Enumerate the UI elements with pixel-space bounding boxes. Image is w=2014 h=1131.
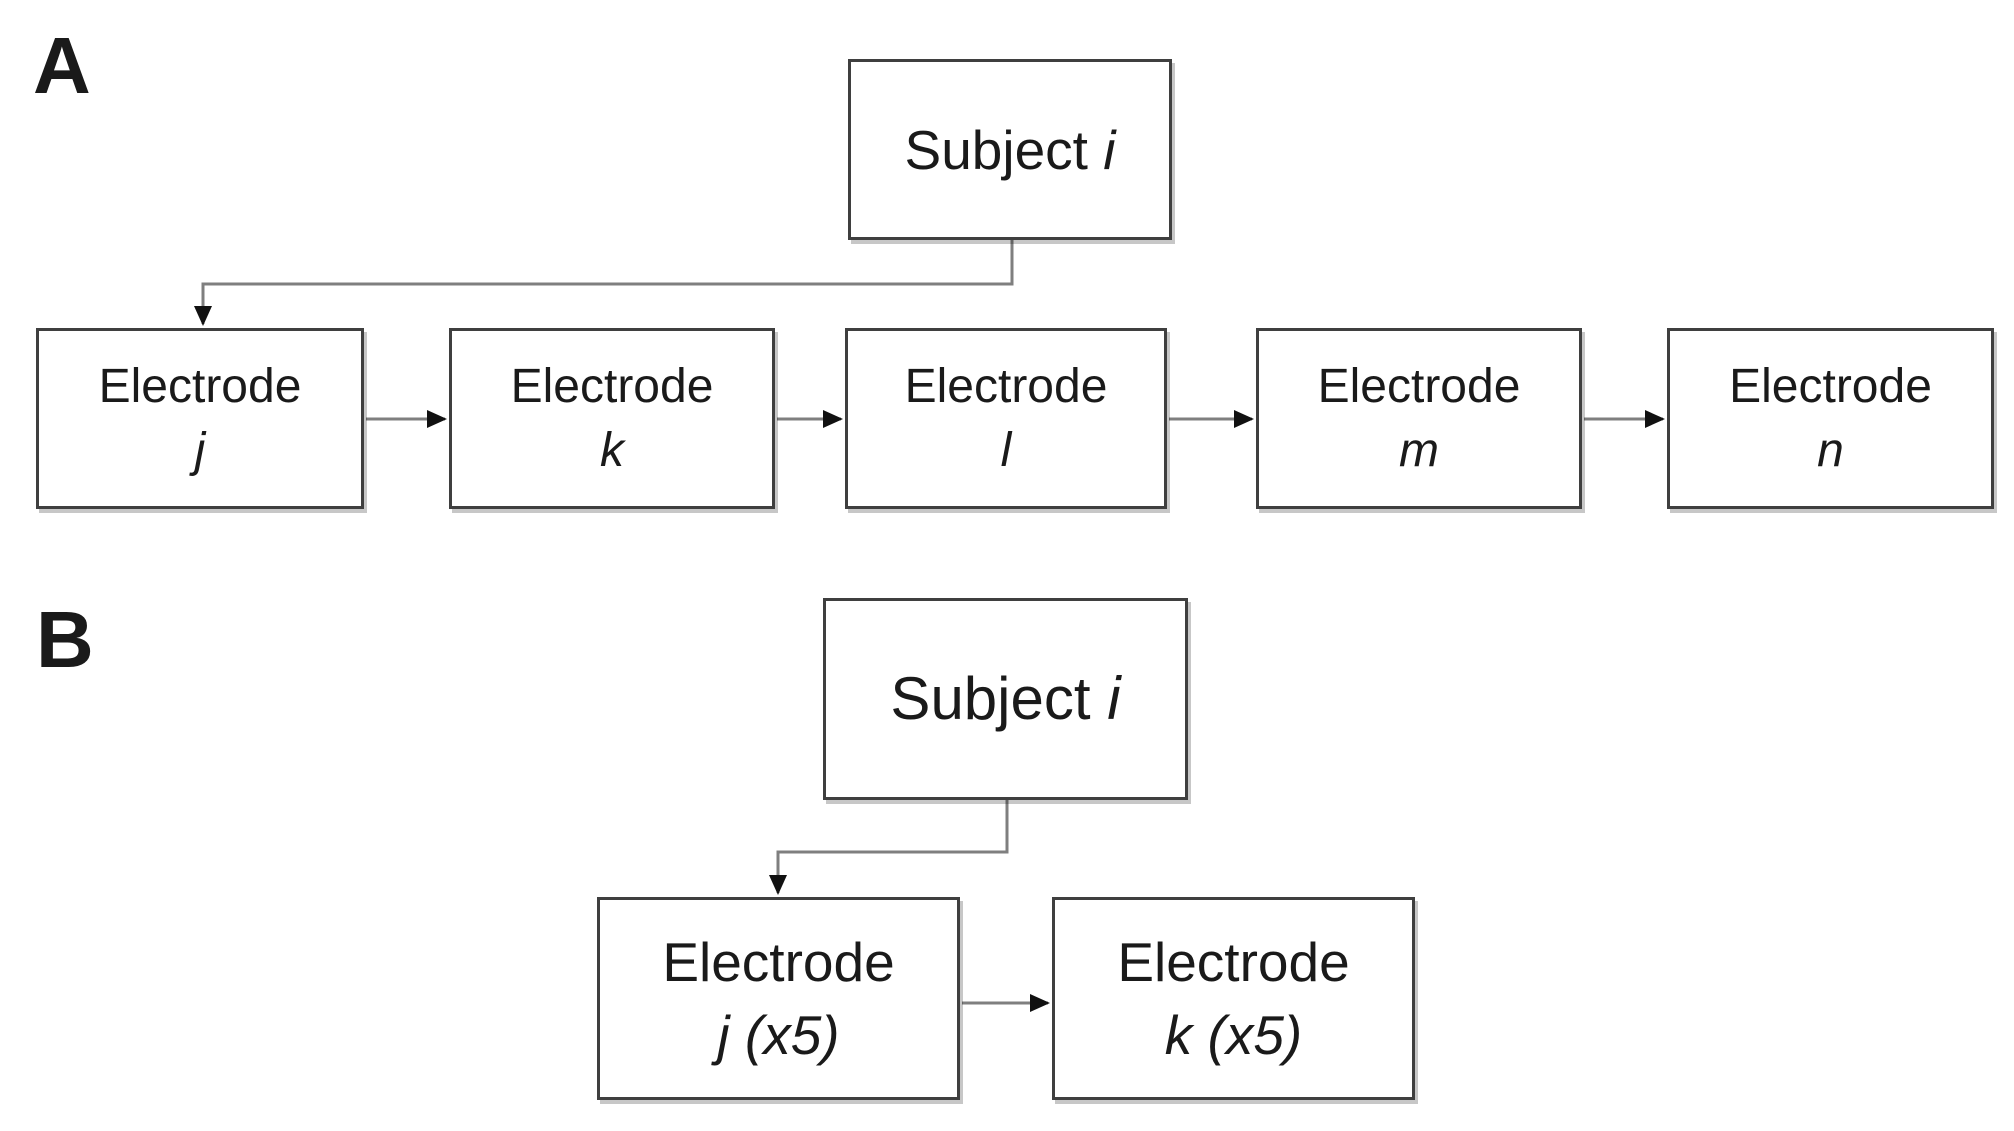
subject-box-text: Subject i	[890, 663, 1120, 735]
electrode-variable: n	[1817, 423, 1844, 477]
connector-subject-to-electrode-j-panel-b	[769, 800, 1009, 895]
electrode-box-l-panel-a: Electrode l	[845, 328, 1167, 509]
electrode-box-m-panel-a: Electrode m	[1256, 328, 1582, 509]
electrode-box-n-panel-a: Electrode n	[1667, 328, 1994, 509]
electrode-variable: l	[1000, 423, 1012, 477]
electrode-word: Electrode	[662, 930, 895, 993]
subject-word: Subject	[890, 665, 1091, 732]
panel-b-label: B	[36, 595, 94, 684]
subject-box-panel-a: Subject i	[848, 59, 1172, 240]
electrode-variable: m	[1399, 423, 1439, 477]
electrode-word: Electrode	[98, 360, 302, 414]
electrode-variable: j (x5)	[717, 1003, 840, 1066]
electrode-variable: k (x5)	[1164, 1003, 1303, 1066]
electrode-box-j-x5-panel-b: Electrode j (x5)	[597, 897, 960, 1100]
electrode-word: Electrode	[1317, 360, 1521, 414]
electrode-word: Electrode	[1729, 360, 1932, 414]
electrode-box-j-panel-a: Electrode j	[36, 328, 364, 509]
electrode-word: Electrode	[1117, 930, 1350, 993]
subject-box-panel-b: Subject i	[823, 598, 1188, 800]
subject-variable: i	[1103, 118, 1116, 181]
subject-variable: i	[1107, 665, 1121, 732]
electrode-word: Electrode	[904, 360, 1108, 414]
electrode-box-k-x5-panel-b: Electrode k (x5)	[1052, 897, 1415, 1100]
electrode-word: Electrode	[510, 360, 714, 414]
subject-word: Subject	[904, 118, 1088, 181]
connector-subject-to-electrode-j-panel-a	[194, 240, 1014, 326]
electrode-box-k-panel-a: Electrode k	[449, 328, 775, 509]
electrode-variable: j	[194, 423, 206, 477]
electrode-variable: k	[600, 423, 624, 477]
subject-box-text: Subject i	[905, 117, 1116, 183]
panel-a-label: A	[33, 21, 91, 110]
